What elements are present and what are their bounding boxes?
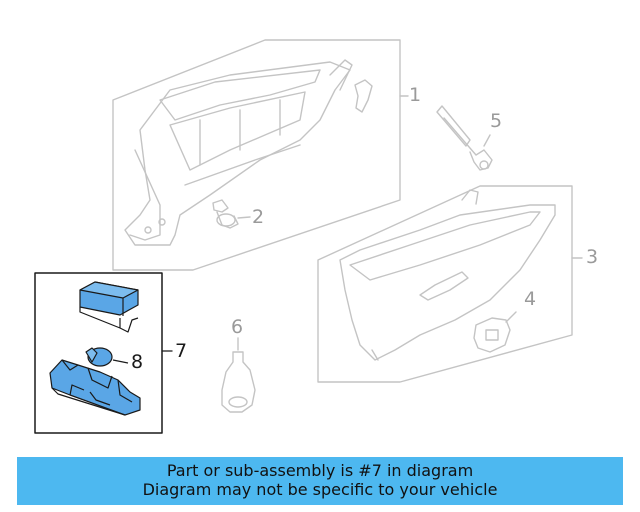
part-8-bulb bbox=[85, 347, 129, 367]
part-5-damper bbox=[436, 105, 493, 171]
callout-3: 3 bbox=[586, 246, 599, 268]
part-4-latch bbox=[473, 311, 517, 353]
part-7-lamp-lens bbox=[79, 281, 139, 333]
part-3-glove-box-door bbox=[317, 185, 573, 383]
parts-diagram bbox=[34, 39, 583, 434]
callout-7: 7 bbox=[175, 340, 188, 362]
banner-line-1: Part or sub-assembly is #7 in diagram bbox=[166, 461, 474, 480]
part-7-box bbox=[34, 272, 163, 434]
part-6-bulb bbox=[221, 337, 256, 413]
callout-2: 2 bbox=[252, 206, 265, 228]
info-banner: Part or sub-assembly is #7 in diagram Di… bbox=[17, 457, 623, 505]
callout-8: 8 bbox=[131, 351, 144, 373]
callout-5: 5 bbox=[490, 110, 503, 132]
banner-line-2: Diagram may not be specific to your vehi… bbox=[142, 480, 498, 499]
part-1-glove-box-housing bbox=[112, 39, 401, 271]
callout-1: 1 bbox=[409, 84, 422, 106]
callout-4: 4 bbox=[524, 288, 537, 310]
callout-6: 6 bbox=[231, 316, 244, 338]
part-7-lamp-housing bbox=[49, 359, 141, 416]
part-2-screw bbox=[212, 199, 251, 229]
